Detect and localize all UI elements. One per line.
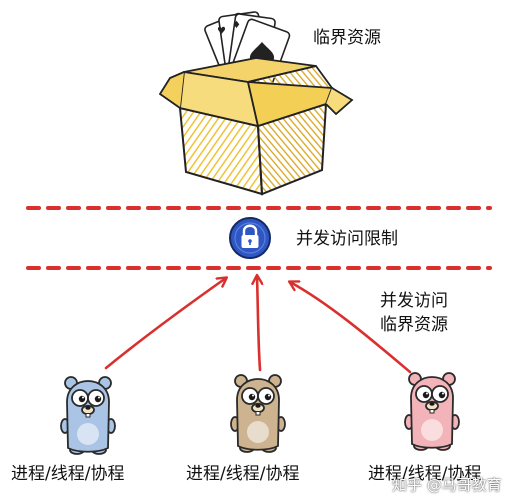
gopher-icon [404,372,460,451]
svg-text:♥: ♥ [217,26,226,37]
gopher-icon [230,374,286,453]
arrow-left [104,278,226,370]
lock-icon [229,217,271,259]
gopher-icon [60,376,116,455]
cardboard-box-icon: ♥ ♦ [158,11,354,196]
critical-resource-label: 临界资源 [313,28,381,48]
access-note-line2: 临界资源 [380,315,448,335]
concurrency-limit-label: 并发访问限制 [296,229,398,249]
actor-label-left: 进程/线程/协程 [11,464,125,484]
actor-label-middle: 进程/线程/协程 [186,464,300,484]
arrow-middle [257,276,260,372]
watermark: 知乎 @马哥教育 [392,476,502,494]
access-note-line1: 并发访问 [380,291,448,311]
arrow-right [290,282,412,374]
actor-label-right: 进程/线程/协程 [368,464,482,484]
access-arrows [104,276,412,374]
svg-text:♦: ♦ [232,20,241,31]
